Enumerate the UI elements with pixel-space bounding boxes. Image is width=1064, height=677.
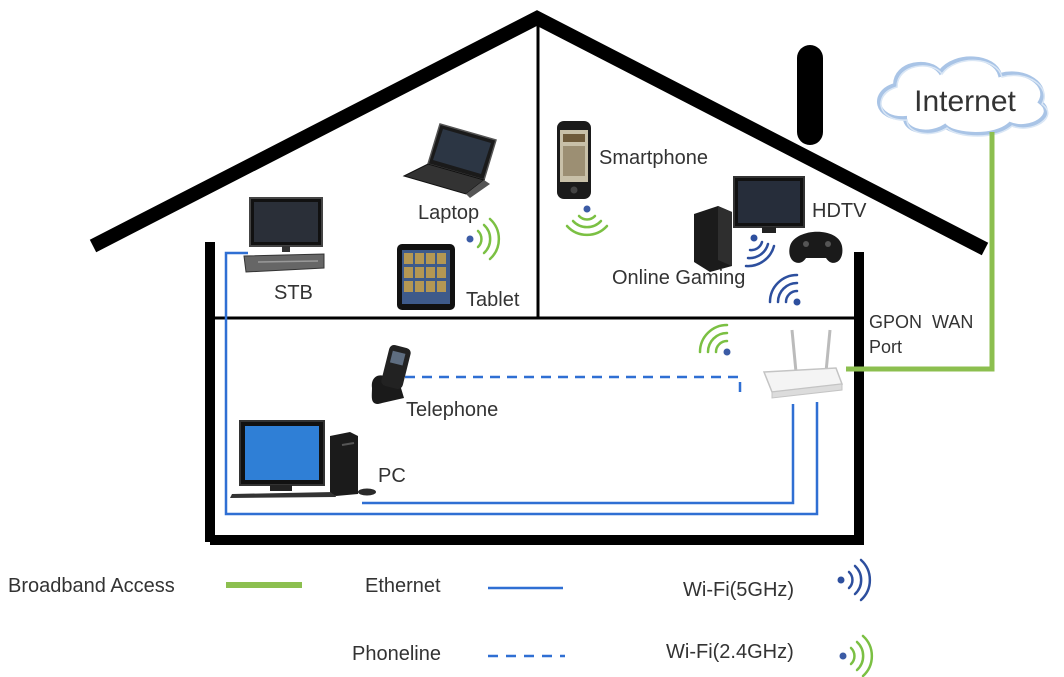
wifi-5ghz-gaming-icon <box>768 273 801 306</box>
chimney <box>797 45 823 145</box>
pc-icon <box>230 420 376 498</box>
game-console-icon <box>694 206 732 272</box>
pc-label: PC <box>378 465 406 487</box>
legend: Broadband Access Ethernet Phoneline Wi-F… <box>8 558 874 677</box>
telephone-label: Telephone <box>406 399 498 421</box>
hdtv-icon <box>733 176 805 233</box>
laptop-icon <box>402 123 497 198</box>
legend-ethernet-label: Ethernet <box>365 575 441 597</box>
game-controller-icon <box>789 231 843 263</box>
smartphone-label: Smartphone <box>599 147 708 169</box>
house <box>89 10 989 545</box>
gpon-port-label: Port <box>869 337 902 357</box>
ethernet-lines <box>224 251 819 516</box>
tablet-icon <box>397 244 455 310</box>
ethernet-pc-line <box>362 404 795 505</box>
online-gaming-label: Online Gaming <box>612 267 745 289</box>
legend-wifi5-label: Wi-Fi(5GHz) <box>683 579 794 601</box>
smartphone-icon <box>557 121 591 199</box>
internet-cloud: Internet <box>877 56 1049 137</box>
legend-wifi24-icon <box>839 634 874 677</box>
legend-broadband-label: Broadband Access <box>8 575 175 597</box>
stb-label: STB <box>274 282 313 304</box>
broadband-line <box>846 132 995 372</box>
internet-label: Internet <box>914 85 1016 118</box>
stb-icon <box>243 197 325 273</box>
router-icon <box>762 329 844 399</box>
hdtv-label: HDTV <box>812 200 867 222</box>
phoneline-line <box>405 375 742 392</box>
gpon-wan-label: GPON WAN <box>869 312 973 332</box>
telephone-icon <box>371 345 411 404</box>
laptop-label: Laptop <box>418 202 479 224</box>
wifi-24ghz-laptop-icon <box>466 217 501 261</box>
legend-phoneline-label: Phoneline <box>352 643 441 665</box>
wifi-24ghz-smartphone-icon <box>565 205 609 237</box>
ethernet-stb-line <box>224 251 819 516</box>
legend-wifi5-icon <box>837 558 872 602</box>
wifi-5ghz-hdtv-icon <box>744 234 776 268</box>
wifi-24ghz-router-icon <box>698 323 731 356</box>
roof <box>89 10 989 256</box>
tablet-label: Tablet <box>466 289 520 311</box>
legend-wifi24-label: Wi-Fi(2.4GHz) <box>666 641 794 663</box>
